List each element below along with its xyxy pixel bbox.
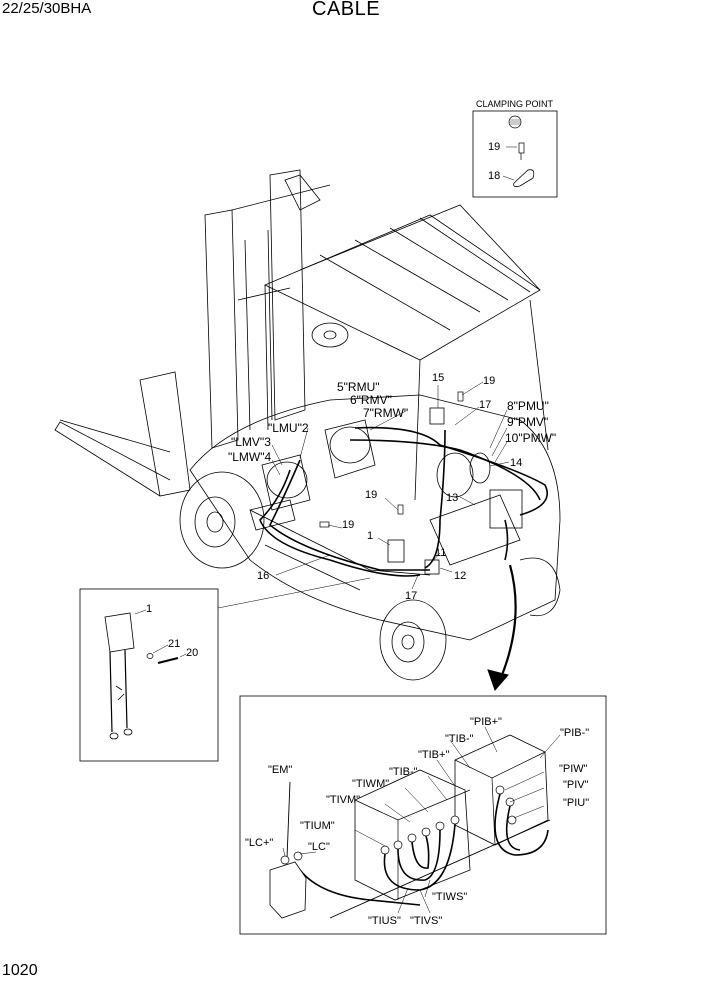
clamping-point-box: CLAMPING POINT 19 18	[472, 99, 558, 198]
label-tib-minus-mid: "TIB-"	[389, 766, 418, 778]
label-piv: "PIV"	[563, 779, 589, 791]
callout-19-top: 19	[483, 375, 495, 387]
callout-19-low: 19	[342, 519, 354, 531]
bolt-icon	[518, 142, 525, 154]
callout-lmw: "LMW"4	[228, 450, 272, 464]
callout-rmv: 6"RMV"	[350, 393, 392, 407]
label-tib-plus: "TIB+"	[418, 749, 449, 761]
bolt-markers	[319, 391, 464, 528]
label-tivm: "TIVM"	[326, 794, 360, 806]
label-tiwm: "TIWM"	[352, 778, 389, 790]
label-lc-plus: "LC+"	[245, 837, 273, 849]
callout-rmw: 7"RMW"	[363, 406, 408, 420]
screw-icon	[157, 657, 179, 664]
main-callouts: 15 19 17 5"RMU" 6"RMV" 7"RMW" "LMU"2 "LM…	[228, 372, 556, 602]
washer-icon	[146, 653, 154, 659]
callout-11: 11	[435, 547, 446, 559]
callout-1: 1	[367, 530, 373, 542]
inset-contactor: 1 21 20	[79, 588, 219, 762]
label-pib-minus: "PIB-"	[560, 727, 589, 739]
label-piu: "PIU"	[563, 797, 589, 809]
label-tiws: "TIWS"	[432, 891, 467, 903]
detail-box: "PIB+" "TIB-" "PIB-" "TIB+" "EM" "TIB-" …	[239, 695, 607, 935]
page-title: CABLE	[312, 0, 381, 20]
callout-lmu: "LMU"2	[268, 421, 309, 435]
callout-14: 14	[510, 457, 522, 469]
callout-12: 12	[454, 570, 466, 582]
detail-arrow	[498, 564, 517, 681]
callout-pmv: 9"PMV"	[507, 415, 548, 429]
callout-15: 15	[432, 372, 444, 384]
clamp-part-18: 18	[488, 170, 500, 182]
label-pib-plus: "PIB+"	[470, 716, 502, 728]
callout-pmw: 10"PMW"	[505, 431, 556, 445]
model-number: 22/25/30BHA	[2, 0, 92, 17]
inset-callout-21: 21	[168, 638, 180, 650]
callout-13: 13	[446, 492, 458, 504]
callout-pmu: 8"PMU"	[507, 399, 549, 413]
cable-runs	[259, 426, 548, 577]
label-tius: "TIUS"	[368, 915, 401, 927]
callout-lmv: "LMV"3	[231, 435, 271, 449]
label-lc: "LC"	[308, 841, 330, 853]
label-tib-minus-top: "TIB-"	[445, 733, 474, 745]
callout-17-low: 17	[405, 590, 417, 602]
label-tivs: "TIVS"	[410, 915, 442, 927]
clamp-part-19: 19	[488, 141, 500, 153]
label-piw: "PIW"	[559, 763, 588, 775]
page-number: 1020	[2, 962, 38, 979]
inset-callout-1: 1	[146, 603, 152, 615]
leader-lines	[217, 381, 510, 609]
line-contactor-icon	[269, 861, 307, 919]
label-em: "EM"	[268, 764, 292, 776]
clamp-icon	[513, 169, 535, 187]
callout-16: 16	[257, 570, 269, 582]
contactor-icon	[104, 612, 135, 653]
label-tium: "TIUM"	[300, 820, 335, 832]
callout-rmu: 5"RMU"	[337, 380, 380, 394]
callout-19-mid: 19	[365, 489, 377, 501]
forklift-drawing	[54, 169, 561, 681]
traction-controller	[354, 769, 471, 901]
arrow-head-icon	[487, 669, 509, 691]
inset-callout-20: 20	[186, 647, 198, 659]
callout-17-top: 17	[479, 399, 491, 411]
clamp-box-title: CLAMPING POINT	[476, 99, 554, 109]
